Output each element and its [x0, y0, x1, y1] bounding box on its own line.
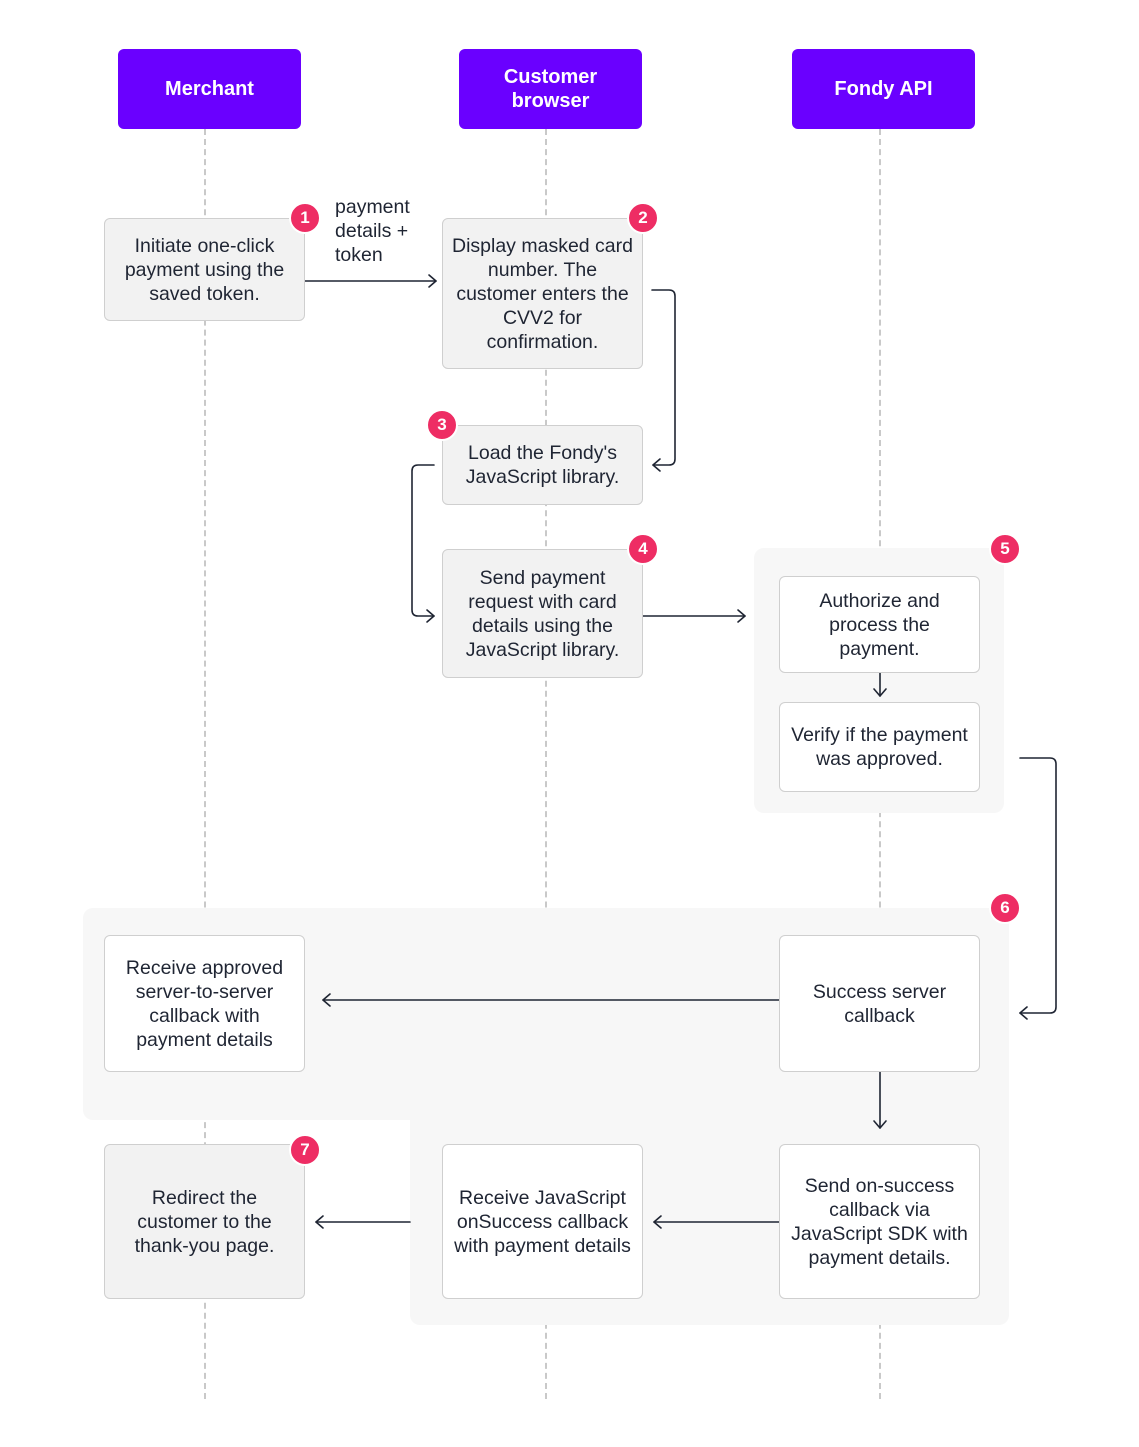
- arrow-verify-to-callback: [1019, 757, 1057, 1014]
- step-verify-approval: Verify if the payment was approved.: [779, 702, 980, 792]
- step-success-server-callback: Success server callback: [779, 935, 980, 1072]
- step-badge-1: 1: [289, 202, 321, 234]
- step-receive-js-onsuccess: Receive JavaScript onSuccess callback wi…: [442, 1144, 643, 1299]
- step-badge-3: 3: [426, 409, 458, 441]
- step-receive-server-callback: Receive approved server-to-server callba…: [104, 935, 305, 1072]
- edge-label-payment-details-token: payment details + token: [335, 196, 410, 266]
- step-send-payment-request: Send payment request with card details u…: [442, 549, 643, 678]
- step-badge-7: 7: [289, 1134, 321, 1166]
- step-badge-4: 4: [627, 533, 659, 565]
- step-load-js-library: Load the Fondy's JavaScript library.: [442, 425, 643, 505]
- step-redirect-thank-you: Redirect the customer to the thank-you p…: [104, 1144, 305, 1299]
- lane-header-customer-browser: Customer browser: [459, 49, 642, 129]
- step-initiate-payment: Initiate one-click payment using the sav…: [104, 218, 305, 321]
- step-badge-6: 6: [989, 892, 1021, 924]
- arrow-3-to-4: [411, 464, 435, 617]
- lane-header-merchant: Merchant: [118, 49, 301, 129]
- lane-header-fondy-api: Fondy API: [792, 49, 975, 129]
- step-badge-5: 5: [989, 533, 1021, 565]
- step-send-onsuccess-callback: Send on-success callback via JavaScript …: [779, 1144, 980, 1299]
- step-display-masked-card: Display masked card number. The customer…: [442, 218, 643, 369]
- merchant-lifeline: [204, 129, 206, 1399]
- arrow-2-to-3: [651, 289, 676, 466]
- step-badge-2: 2: [627, 202, 659, 234]
- browser-lifeline: [545, 129, 547, 1399]
- step-authorize-payment: Authorize and process the payment.: [779, 576, 980, 673]
